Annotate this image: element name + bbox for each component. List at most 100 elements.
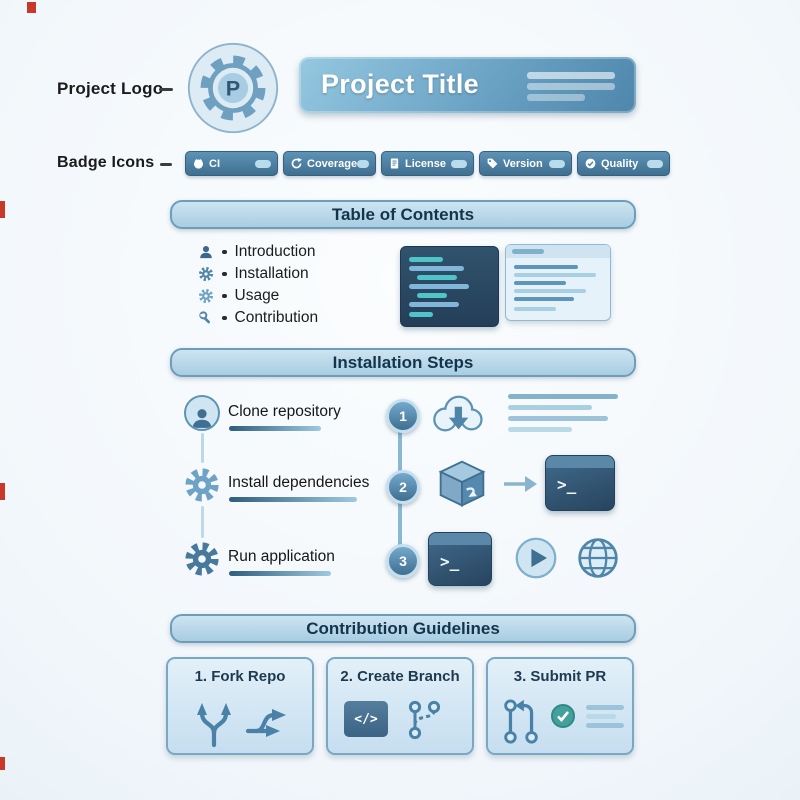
code-line [514,281,566,285]
step-number-2: 2 [386,470,420,504]
toc-section-header: Table of Contents [170,200,636,229]
bullet-dot [222,293,227,299]
icon-connector-line [201,506,204,538]
text-line [508,394,618,399]
toc-list: Introduction Installation Usage [198,241,318,329]
badge-coverage: Coverage [283,151,376,176]
step-progress-bar [229,426,321,431]
project-logo-label: Project Logo [57,79,164,98]
step-progress-bar [229,497,357,502]
contribution-section-header: Contribution Guidelines [170,614,636,643]
code-line [417,275,457,280]
bullet-dot [222,249,227,255]
artifact-mark [0,483,5,500]
project-logo: P [186,41,280,135]
branch-icon [402,697,448,748]
badge-icons-label: Badge Icons [57,154,155,171]
logo-connector-line [159,88,173,91]
code-line [409,312,433,317]
document-icon [390,158,399,169]
text-line [508,405,592,410]
badge-connector-line [160,163,172,166]
gear-icon [199,289,213,303]
step-label-run: Run application [228,548,335,565]
titlebar-pill [512,249,544,254]
badge-license: License [381,151,474,176]
title-placeholder-line [527,94,585,101]
card-submit-pr: 3. Submit PR [486,657,634,755]
text-line [586,714,616,719]
card-title: 3. Submit PR [513,668,607,685]
code-line [514,307,556,311]
text-line [586,723,624,728]
badge-value-pill [647,159,663,168]
terminal-prompt: >_ [440,552,460,571]
toc-item-usage: Usage [198,285,318,307]
artifact-mark [0,201,5,218]
badge-label: Coverage [307,157,358,170]
code-window-dark [400,246,499,327]
code-line [409,284,469,289]
terminal-icon: >_ [545,455,615,511]
code-line [409,266,464,271]
toc-item-installation: Installation [198,263,318,285]
gear-logo-icon: P [187,42,279,134]
text-line [508,416,608,421]
artifact-mark [27,2,36,13]
bullet-dot [222,315,227,321]
step-number-1: 1 [386,399,420,433]
github-icon [193,158,204,169]
terminal-titlebar [546,456,614,468]
pull-request-icon [498,695,544,752]
check-icon [585,158,596,169]
person-icon [192,409,212,428]
code-line [514,289,586,293]
placeholder-text-block [508,394,628,434]
badge-row: CI Coverage License [185,151,670,176]
code-window-light [505,244,611,321]
tag-icon [487,158,498,169]
badge-value-pill [357,159,369,168]
text-line [508,427,572,432]
icon-connector-line [201,433,204,463]
step-progress-bar [229,571,331,576]
fork-icon [190,697,294,754]
terminal-titlebar [429,533,491,545]
toc-item-label: Introduction [234,243,316,260]
window-titlebar [506,245,610,258]
artifact-mark [0,757,5,770]
toc-item-label: Installation [234,265,309,282]
card-title: 1. Fork Repo [194,668,286,685]
badge-value-pill [549,159,565,168]
step-number-3: 3 [386,544,420,578]
project-title-banner: Project Title [299,57,636,113]
logo-letter: P [226,76,240,101]
code-line [409,257,443,262]
badge-value-pill [451,159,467,168]
gear-icon [183,466,221,509]
play-icon [514,536,558,585]
badge-label: CI [209,157,220,170]
gear-icon [183,540,221,583]
code-line [409,302,459,307]
text-line [586,705,624,710]
installation-section-header: Installation Steps [170,348,636,377]
card-create-branch: 2. Create Branch </> [326,657,474,755]
badge-quality: Quality [577,151,670,176]
avatar [184,395,220,431]
title-placeholder-line [527,83,615,90]
code-line [514,265,578,269]
code-tag-icon: </> [344,701,388,737]
toc-item-introduction: Introduction [198,241,318,263]
placeholder-text-block [586,705,628,729]
package-icon [436,458,488,515]
wrench-icon [199,311,211,324]
refresh-icon [291,157,302,169]
step-label-clone: Clone repository [228,403,341,420]
arrow-right-icon [502,472,538,501]
gear-icon [199,267,213,281]
cloud-download-icon [428,390,486,443]
card-title: 2. Create Branch [340,668,460,685]
globe-icon [576,536,620,585]
